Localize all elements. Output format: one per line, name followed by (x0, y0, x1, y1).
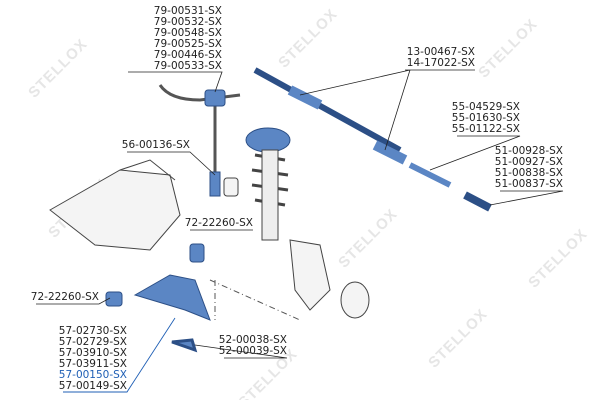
part-number: 79-00525-SX (153, 38, 222, 50)
subframe (49, 169, 181, 251)
steering-knuckle (289, 239, 331, 311)
part-number-highlighted: 57-00150-SX (58, 369, 127, 381)
part-number: 79-00548-SX (153, 27, 222, 39)
steering-rack (253, 67, 402, 153)
stabilizer-bar (158, 84, 241, 180)
part-number: 51-00838-SX (494, 167, 563, 179)
part-number: 56-00136-SX (121, 139, 190, 151)
part-number: 55-04529-SX (451, 101, 520, 113)
stabilizer-link (209, 171, 221, 197)
arm-bushing (105, 291, 123, 307)
part-number: 55-01122-SX (451, 123, 520, 135)
arm-bushing (189, 243, 205, 263)
part-number: 57-02730-SX (58, 325, 127, 337)
label-ball-joint: 52-00038-SX 52-00039-SX (217, 335, 287, 357)
part-number: 52-00039-SX (218, 345, 287, 357)
label-arm-bushing-upper: 72-22260-SX (183, 218, 253, 229)
label-tie-rod: 55-04529-SX 55-01630-SX 55-01122-SX (450, 102, 520, 135)
tie-rod-end (463, 191, 492, 212)
part-number: 79-00533-SX (153, 60, 222, 72)
part-number: 72-22260-SX (30, 291, 99, 303)
part-number: 51-00928-SX (494, 145, 563, 157)
part-number: 57-00149-SX (58, 380, 127, 392)
label-control-arm: 57-02730-SX 57-02729-SX 57-03910-SX 57-0… (57, 326, 127, 392)
part-number: 51-00837-SX (494, 178, 563, 190)
label-steering-rack: 13-00467-SX 14-17022-SX (405, 47, 475, 69)
part-number: 79-00446-SX (153, 49, 222, 61)
part-number: 72-22260-SX (184, 217, 253, 229)
label-stabilizer-links: 79-00531-SX 79-00532-SX 79-00548-SX 79-0… (128, 6, 222, 72)
part-number: 79-00531-SX (153, 5, 222, 17)
part-number: 55-01630-SX (451, 112, 520, 124)
part-number: 52-00038-SX (218, 334, 287, 346)
wheel-hub (340, 281, 370, 319)
label-stabilizer-bushing: 56-00136-SX (120, 140, 190, 151)
label-tie-rod-end: 51-00928-SX 51-00927-SX 51-00838-SX 51-0… (493, 146, 563, 190)
part-number: 13-00467-SX (406, 46, 475, 58)
part-number: 57-03911-SX (58, 358, 127, 370)
stabilizer-bushing (204, 89, 226, 107)
part-number: 51-00927-SX (494, 156, 563, 168)
part-number: 57-03910-SX (58, 347, 127, 359)
ball-joint (171, 338, 198, 353)
label-arm-bushing-lower: 72-22260-SX (29, 292, 99, 303)
strut-mount (245, 127, 291, 153)
part-number: 79-00532-SX (153, 16, 222, 28)
control-arm (133, 274, 211, 321)
tie-rod (408, 162, 452, 188)
part-number: 57-02729-SX (58, 336, 127, 348)
part-number: 14-17022-SX (406, 57, 475, 69)
